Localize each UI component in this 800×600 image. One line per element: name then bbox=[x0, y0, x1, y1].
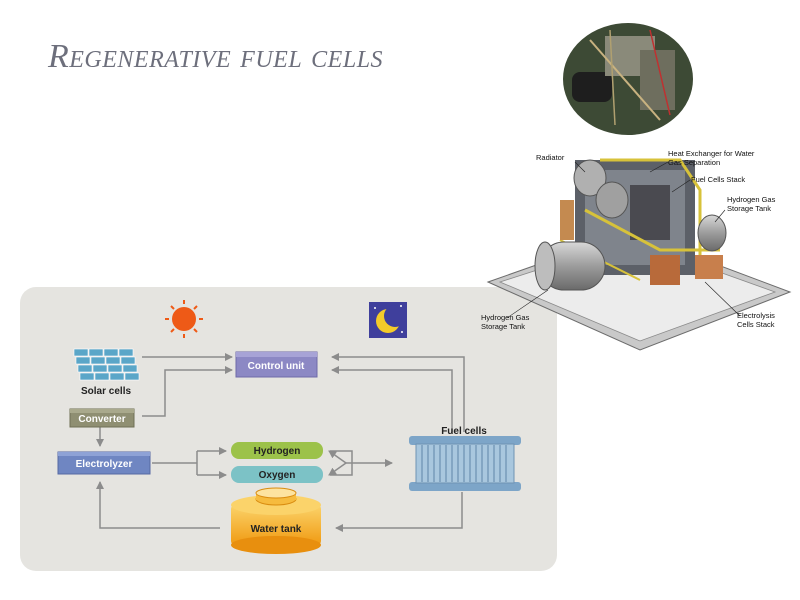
flow-arrows bbox=[96, 353, 465, 532]
equipment-photo bbox=[561, 21, 695, 137]
slide-title: Regenerative fuel cells bbox=[48, 38, 384, 75]
water-tank-node: Water tank bbox=[231, 487, 321, 554]
sun-icon bbox=[165, 300, 203, 338]
hydrogen-node: Hydrogen bbox=[231, 442, 323, 459]
control-unit-node: Control unit bbox=[235, 351, 318, 378]
electrolyzer-node: Electrolyzer bbox=[57, 451, 151, 475]
callout-h2-tank-left-2: Storage Tank bbox=[481, 322, 525, 331]
callout-radiator: Radiator bbox=[536, 153, 565, 162]
hydrogen-label: Hydrogen bbox=[254, 446, 301, 457]
callout-heat-exchanger-1: Heat Exchanger for Water bbox=[668, 149, 755, 158]
fuel-cells-node: Fuel cells bbox=[409, 426, 521, 491]
oxygen-node: Oxygen bbox=[231, 466, 323, 483]
control-unit-label: Control unit bbox=[248, 361, 305, 372]
hydrogen-tank-right-drawing bbox=[697, 214, 727, 252]
electrolyzer-label: Electrolyzer bbox=[76, 459, 133, 470]
oxygen-label: Oxygen bbox=[259, 470, 296, 481]
water-tank-label: Water tank bbox=[251, 524, 302, 535]
converter-label: Converter bbox=[78, 414, 125, 425]
callout-heat-exchanger-2: Gas Separation bbox=[668, 158, 720, 167]
callout-h2-tank-right-1: Hydrogen Gas bbox=[727, 195, 776, 204]
converter-node: Converter bbox=[69, 408, 135, 428]
callout-fuel-cells-stack: Fuel Cells Stack bbox=[691, 175, 745, 184]
solar-cells-label: Solar cells bbox=[81, 386, 131, 397]
equipment-drawing: Radiator Heat Exchanger for Water Gas Se… bbox=[481, 149, 792, 351]
hydrogen-tank-left-drawing bbox=[534, 241, 606, 291]
fuel-cells-label: Fuel cells bbox=[441, 426, 487, 437]
moon-icon bbox=[369, 302, 407, 338]
callout-h2-tank-right-2: Storage Tank bbox=[727, 204, 771, 213]
solar-cells-node: Solar cells bbox=[73, 348, 140, 397]
callout-electrolysis-2: Cells Stack bbox=[737, 320, 775, 329]
callout-h2-tank-left-1: Hydrogen Gas bbox=[481, 313, 530, 322]
callout-electrolysis-1: Electrolysis bbox=[737, 311, 775, 320]
